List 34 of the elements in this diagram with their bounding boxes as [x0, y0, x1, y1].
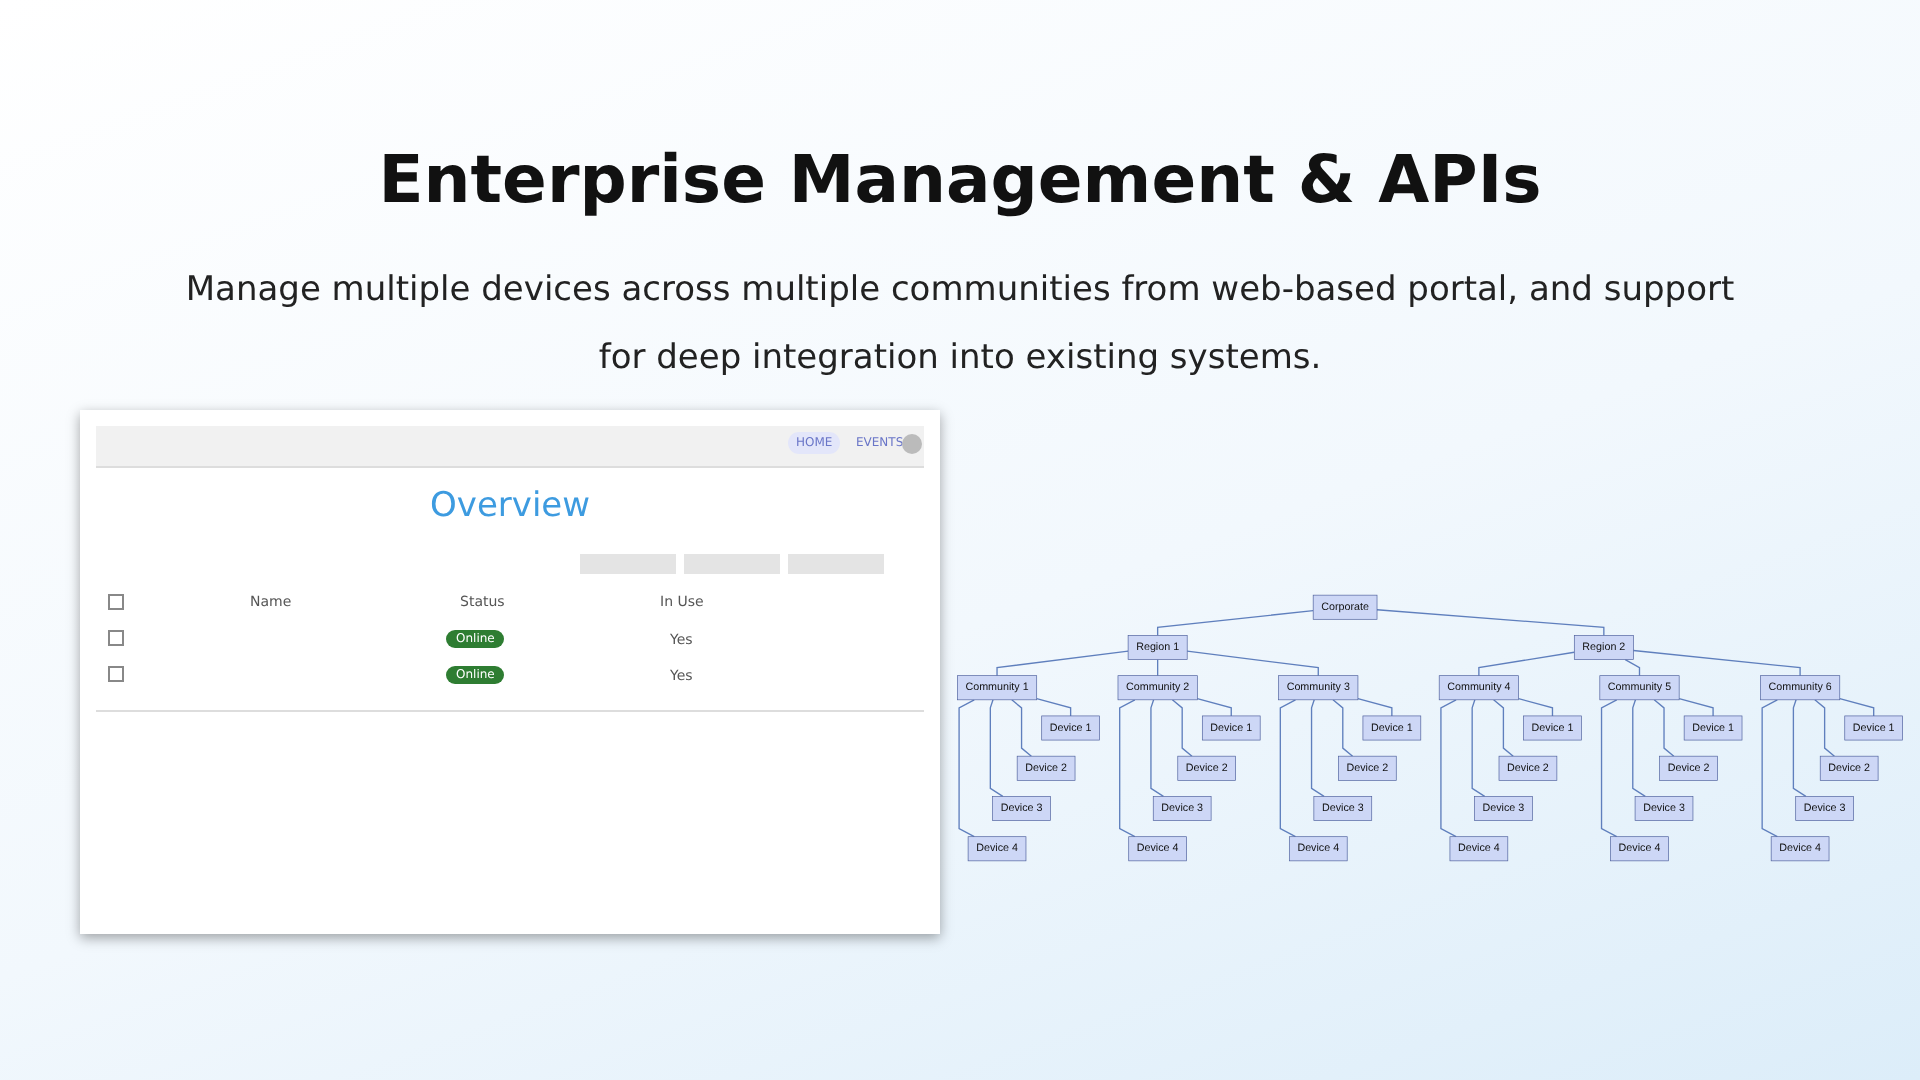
- connector: [1332, 699, 1354, 757]
- connector: [1171, 699, 1193, 757]
- connector: [1653, 699, 1675, 757]
- connector: [1440, 699, 1457, 838]
- connector: [1632, 649, 1801, 677]
- connector: [958, 699, 975, 838]
- connector: [1011, 699, 1033, 757]
- slide-title: Enterprise Management & APIs: [376, 140, 1544, 218]
- connector: [1471, 699, 1486, 798]
- connector: [1150, 699, 1165, 798]
- connector: [1036, 697, 1072, 717]
- page-heading: Overview: [430, 486, 591, 526]
- connector: [1157, 610, 1314, 637]
- connector: [1517, 697, 1554, 717]
- connector: [1376, 609, 1605, 637]
- connector: [1478, 651, 1575, 677]
- connector: [1196, 697, 1232, 717]
- connector: [1279, 699, 1297, 838]
- connector: [1761, 699, 1778, 838]
- connector: [1310, 699, 1325, 798]
- connector: [1814, 699, 1836, 757]
- connector: [1678, 697, 1714, 717]
- connector: [1792, 699, 1807, 798]
- connector: [1624, 658, 1641, 677]
- connector: [996, 650, 1129, 677]
- connector: [1839, 697, 1875, 717]
- subtitle: Manage multiple devices across multiple communities from web-based portal, and support for deep integration into existing systems.: [183, 268, 1737, 382]
- connector: [1119, 699, 1136, 838]
- connector: [1357, 697, 1393, 717]
- connector: [989, 699, 1004, 798]
- connector: [1632, 699, 1646, 798]
- connector: [1492, 699, 1514, 757]
- connector: [1600, 699, 1618, 838]
- connector: [1186, 650, 1319, 677]
